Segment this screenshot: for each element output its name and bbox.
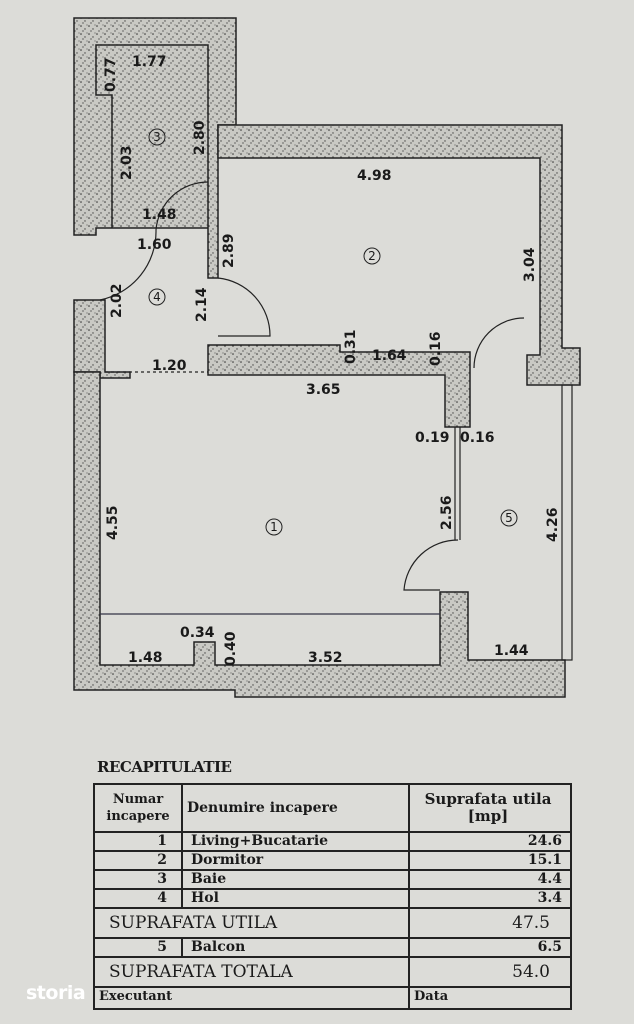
room-number: 1 [270,520,278,534]
useful-area-value: 47.5 [408,907,572,939]
dimension: 0.40 [223,631,239,666]
dimension: 1.44 [494,643,529,659]
row-number: 4 [93,888,183,909]
row-area: 24.6 [408,831,572,852]
dimension: 3.65 [306,382,341,398]
row-area: 4.4 [408,869,572,890]
row-number: 3 [93,869,183,890]
dimension: 1.48 [128,650,163,666]
dimension: 1.48 [142,207,177,223]
dimension: 3.52 [308,650,343,666]
row-area: 15.1 [408,850,572,871]
dimension: 0.19 [415,430,450,446]
fixtures [99,181,573,661]
total-area-label: SUPRAFATA TOTALA [93,956,410,988]
table-header: Numar incapere Denumire incapere Suprafa… [93,783,572,833]
header-area: Suprafata utila [mp] [408,783,572,833]
dimension: 1.64 [372,348,407,364]
living-walls [73,371,566,698]
dimension: 0.34 [180,625,215,641]
row-name: Living+Bucatarie [181,831,410,852]
bedroom-balcony-door [473,317,525,369]
balcony-railing [561,384,573,661]
row-name: Baie [181,869,410,890]
row-area: 6.5 [408,937,572,958]
dimension: 1.60 [137,237,172,253]
dimension: 1.77 [132,54,167,70]
dimension: 0.16 [460,430,495,446]
recap-table: Numar incapere Denumire incapere Suprafa… [93,783,572,1010]
room-numbers [148,128,518,536]
header-number: Numar incapere [93,783,183,833]
row-name: Hol [181,888,410,909]
dimension: 4.55 [105,505,121,540]
living-balcony-door [403,539,459,591]
dimension: 0.16 [428,331,444,366]
room-number: 5 [505,511,513,525]
room-number: 4 [153,290,161,304]
dimension: 2.80 [192,120,208,155]
middle-wall [207,344,471,428]
dimension: 4.98 [357,168,392,184]
row-name: Dormitor [181,850,410,871]
dimension: 2.02 [109,283,125,318]
dimension: 2.03 [119,145,135,180]
dimension: 1.20 [152,358,187,374]
dimension: 0.77 [103,57,119,92]
bedroom-door-swing [217,277,271,337]
dimension: 4.26 [545,507,561,542]
row-area: 3.4 [408,888,572,909]
row-number: 2 [93,850,183,871]
dimension: 2.89 [221,233,237,268]
storia-watermark: storia [26,982,86,1004]
bathroom-door-swing [155,181,209,231]
walls [73,17,581,698]
room-number: 3 [153,130,161,144]
bedroom-walls [217,124,581,386]
dimension-labels: 1.77 0.77 2.03 2.80 1.48 1.60 2.02 2.14 … [103,54,561,666]
row-number: 5 [93,937,183,958]
row-name: Balcon [181,937,410,958]
executant-label: Executant [93,986,410,1010]
total-area-value: 54.0 [408,956,572,988]
dimension: 3.04 [522,247,538,282]
room-number: 2 [368,249,376,263]
recap-title: RECAPITULATIE [97,758,232,776]
dimension: 2.56 [439,495,455,530]
useful-area-label: SUPRAFATA UTILA [93,907,410,939]
date-label: Data [408,986,572,1010]
dimension: 0.31 [343,329,359,364]
entry-door-swing [99,229,157,301]
floor-plan: 3 2 4 1 5 1.77 0.77 2.03 2.80 1.48 1.60 … [73,17,581,698]
header-name: Denumire incapere [181,783,410,833]
dimension: 2.14 [194,287,210,322]
row-number: 1 [93,831,183,852]
